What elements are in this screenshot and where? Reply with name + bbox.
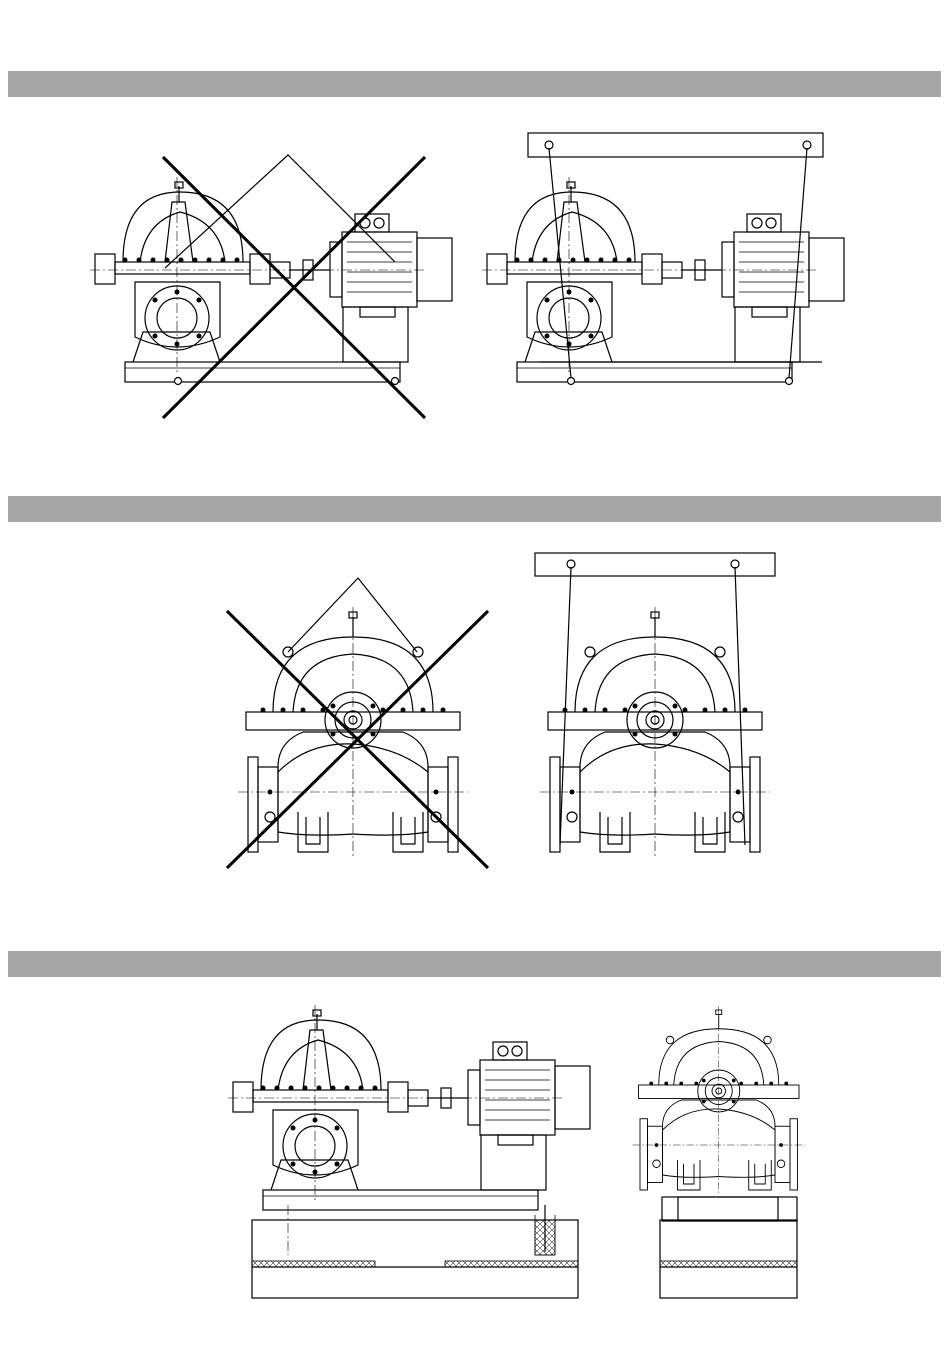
cross-out-mark (163, 157, 425, 418)
pump-unit-on-foundation-end-view (633, 1006, 806, 1298)
lifting-sling (288, 578, 417, 652)
pump-unit-on-foundation-side-view (228, 1005, 590, 1298)
pump-end-view-wrong-lifting (227, 578, 488, 868)
lifting-beam (528, 133, 823, 157)
pump-unit-wrong-lifting (90, 155, 452, 418)
pump-unit-correct-lifting (482, 133, 844, 385)
cross-out-mark (227, 611, 488, 868)
lifting-sling (560, 567, 745, 845)
pump-end-view-correct-lifting (535, 553, 775, 857)
lifting-sling (165, 155, 395, 268)
